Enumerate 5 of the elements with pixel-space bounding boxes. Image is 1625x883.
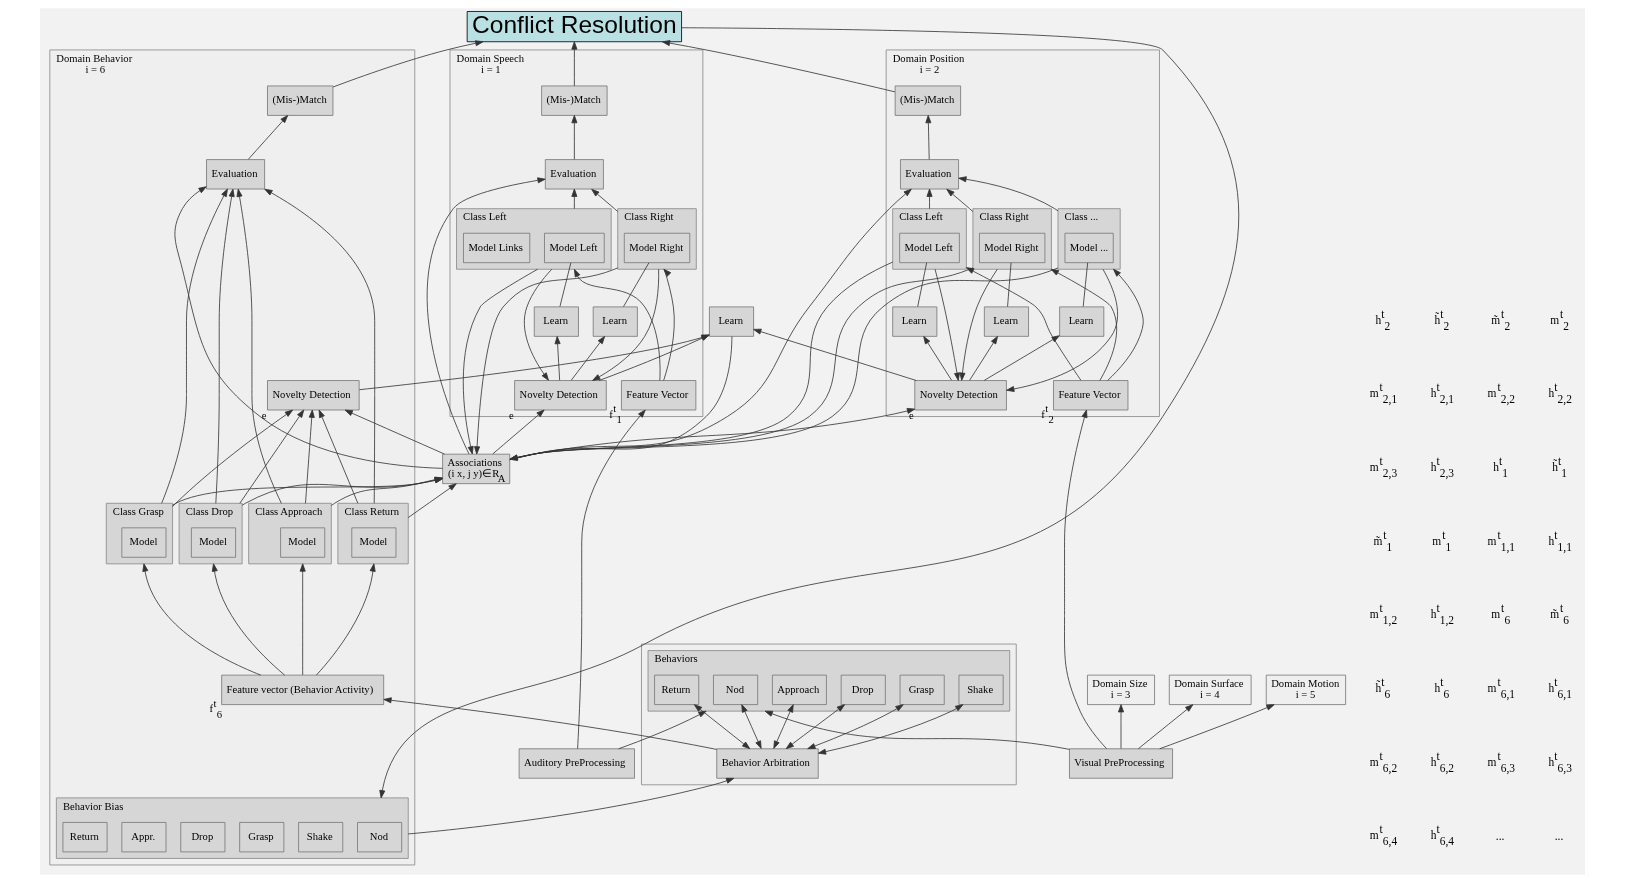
label: ... <box>1495 830 1505 843</box>
node-label: e <box>508 409 514 421</box>
label: ... <box>1554 830 1564 843</box>
node-label: e <box>261 409 267 421</box>
node-label: e <box>909 409 914 421</box>
